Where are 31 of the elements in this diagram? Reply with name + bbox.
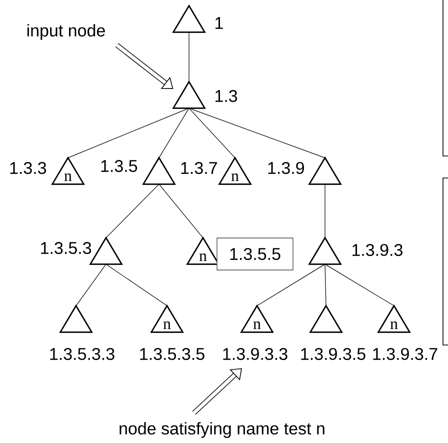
hollow-arrow [192,368,242,415]
node-label: 1 [216,17,223,29]
node-label: 1.3.9.3 [352,244,402,256]
node-label: 1.3.7 [181,162,217,174]
node-label: 1.3.5 [101,160,138,172]
tree-edge [256,264,326,306]
tree-edge [324,264,326,306]
tree-edge [158,108,190,158]
tree-edge [158,184,204,238]
node-label: 1.3 [216,90,238,102]
hollow-arrow [115,43,174,89]
tree-edge [106,264,168,306]
node-label: 1.3.9 [268,162,304,174]
tree-edge [188,108,326,158]
callout-text: input node [27,24,105,40]
node-label: 1.3.5.3 [41,242,92,254]
node-label: 1.3.3 [10,162,46,174]
tree-edge [188,32,190,82]
tree-edge [324,184,326,238]
tree-edge [76,264,106,306]
node-label: 1.3.9.3.3 [223,348,288,360]
node-label: 1.3.5.3.5 [140,348,204,360]
node-label: 1.3.9.3.7 [373,348,438,360]
callout-text: node satisfying name test n [120,422,324,438]
node-label: 1.3.9.3.5 [301,348,366,360]
node-label: 1.3.5.3.3 [50,348,114,360]
tree-edge [188,108,236,158]
tree-edge [68,108,190,158]
tree-edge [106,184,160,238]
label-box: 1.3.5.5 [216,238,294,270]
tree-edge [324,264,394,306]
